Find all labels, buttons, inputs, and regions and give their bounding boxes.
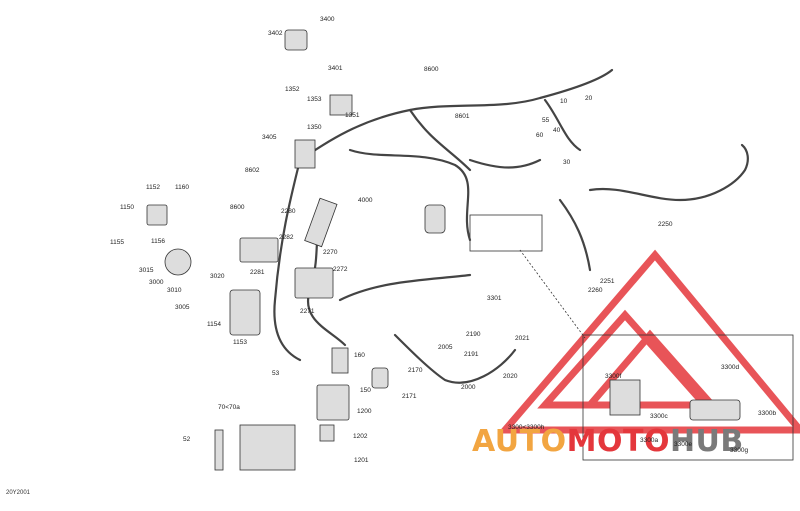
part-label-p70: 70<70a [218,404,240,411]
watermark-text: AUTOMOTOHUB [472,424,744,459]
part-label-p3300c: 3300c [650,413,668,420]
components [146,29,741,471]
part-label-p3301: 3301 [487,295,502,302]
part-label-p3300g: 3300g [730,447,749,454]
part-label-p60: 60 [536,132,544,139]
part-label-p3300r: 3300<3300h [508,424,545,431]
part-label-p3405: 3405 [262,134,277,141]
part-label-p8602: 8602 [245,167,260,174]
diagram-code: 20Y2001 [6,490,32,496]
part-label-p1351: 1351 [345,112,360,119]
part-label-p2020: 2020 [503,373,518,380]
part-label-p1353: 1353 [307,96,322,103]
part-label-p3300d: 3300d [721,364,740,371]
part-label-p2170: 2170 [408,367,423,374]
part-label-p3000: 3000 [149,279,164,286]
part-label-p3020: 3020 [210,273,225,280]
part-label-p53: 53 [272,370,280,377]
part-label-p1152: 1152 [146,184,160,191]
part-label-p3300b: 3300b [758,410,777,417]
part-label-p10: 10 [560,98,568,105]
part-label-p2281: 2281 [250,269,265,276]
inset-frame [469,214,794,461]
part-label-p40: 40 [553,127,561,134]
part-label-p2270: 2270 [323,249,338,256]
part-label-p2282: 2282 [279,234,294,241]
part-label-p2260: 2260 [588,287,603,294]
part-label-p3010: 3010 [167,287,182,294]
part-label-p3300f: 3300f [605,373,622,380]
part-label-p160: 160 [354,352,365,359]
part-label-p2000: 2000 [461,384,476,391]
part-label-p52: 52 [183,436,191,443]
part-label-p1352: 1352 [285,86,300,93]
watermark-logo-icon [497,249,800,434]
part-label-p2271: 2271 [300,308,315,315]
part-label-p3300e: 3300e [674,441,693,448]
part-label-p30: 30 [563,159,571,166]
part-label-p2251: 2251 [600,278,615,285]
watermark-part-1: AUTO [472,424,567,459]
part-label-p1153: 1153 [233,339,247,346]
part-label-p1154: 1154 [207,321,221,328]
part-label-p55: 55 [542,117,550,124]
part-label-p3401: 3401 [328,65,343,72]
part-label-p8600b: 8600 [424,66,439,73]
part-label-p2272: 2272 [333,266,348,273]
part-label-p4000: 4000 [358,197,373,204]
part-label-p2171: 2171 [402,393,417,400]
part-label-p3300a: 3300a [640,437,659,444]
part-label-p8601: 8601 [455,113,470,120]
part-label-p1160: 1160 [175,184,189,191]
part-label-p1200: 1200 [357,408,372,415]
part-label-p2280: 2280 [281,208,296,215]
part-label-p3402: 3402 [268,30,283,37]
part-label-p1150: 1150 [120,204,134,211]
part-label-p150: 150 [360,387,371,394]
part-label-p20: 20 [585,95,593,102]
part-label-p8600a: 8600 [230,204,245,211]
part-label-p3005: 3005 [175,304,190,311]
part-label-p1350: 1350 [307,124,322,131]
part-label-p2021: 2021 [515,335,530,342]
part-label-p1201: 1201 [354,457,369,464]
part-label-p3400: 3400 [320,16,335,23]
part-label-p1202: 1202 [353,433,368,440]
part-label-p2190: 2190 [466,331,481,338]
part-label-p3015: 3015 [139,267,154,274]
part-label-p2005: 2005 [438,344,453,351]
part-label-p1156: 1156 [151,238,165,245]
watermark-part-3: HUB [669,424,744,459]
part-label-p1155: 1155 [110,239,124,246]
part-label-p2250: 2250 [658,221,673,228]
watermark-part-2: MOTO [566,424,670,459]
part-label-p2191: 2191 [464,351,479,358]
